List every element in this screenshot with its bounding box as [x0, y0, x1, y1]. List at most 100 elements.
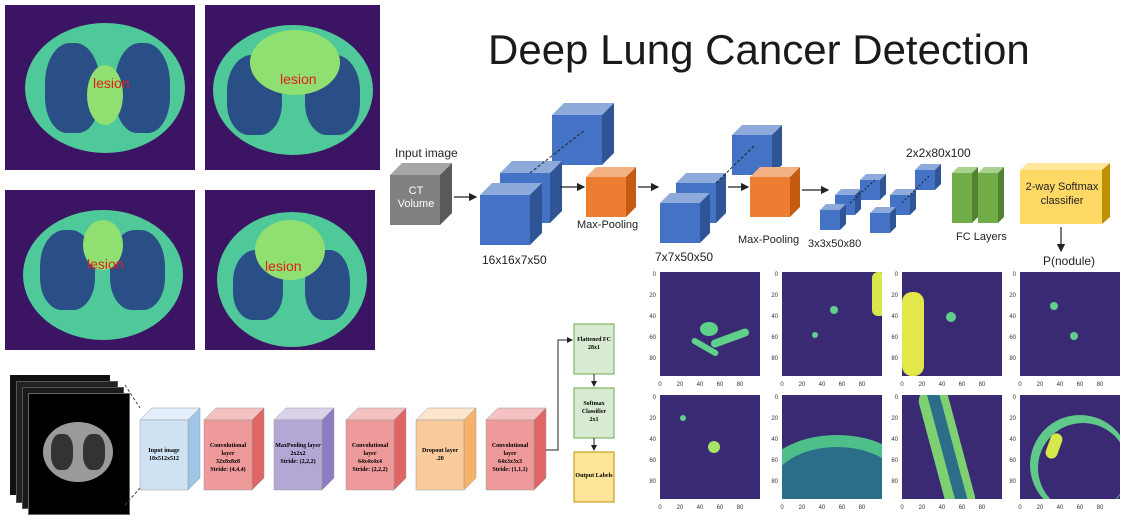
patch-x-tick: 60: [717, 505, 724, 511]
block-maxpool: [273, 407, 335, 491]
patch-y-tick: 40: [891, 437, 898, 443]
nodule-patch: [902, 395, 1002, 499]
patch-y-tick: 0: [653, 395, 657, 401]
patch-x-tick: 20: [677, 505, 684, 511]
patch-y-tick: 0: [775, 272, 779, 278]
stage3-dims-label: 3x3x50x80: [808, 238, 862, 250]
patch-x-tick: 80: [1097, 382, 1104, 388]
softmax-classifier-box: [573, 387, 615, 439]
patch-x-tick: 80: [859, 505, 866, 511]
ct-scan-1: lesion: [5, 5, 195, 180]
block-conv3-text: Convolutional layer 64x3x3x3 Stride: (1,…: [491, 443, 529, 473]
patch-x-tick: 60: [839, 382, 846, 388]
stage2-dims-label: 7x7x50x50: [655, 250, 714, 264]
patch-x-tick: 20: [919, 505, 926, 511]
stage3-cubes: [820, 174, 886, 230]
patch-x-tick: 60: [1077, 505, 1084, 511]
fc-layers-label: FC Layers: [956, 231, 1007, 243]
flattened-fc-text: Flattened FC 28x1: [577, 337, 611, 351]
patch-x-tick: 20: [1037, 382, 1044, 388]
patch-y-tick: 40: [1009, 437, 1016, 443]
ct-scan-2: lesion: [205, 5, 380, 180]
maxpool1-label: Max-Pooling: [577, 219, 639, 231]
patch-x-tick: 80: [859, 382, 866, 388]
block-input: [139, 407, 201, 491]
diagram-title: Deep Lung Cancer Detection: [488, 26, 1030, 73]
patch-y-tick: 80: [1009, 356, 1016, 362]
lesion-label: lesion: [93, 75, 130, 91]
ct-scan-4: lesion: [205, 190, 375, 360]
patch-y-tick: 80: [891, 479, 898, 485]
p-nodule-label: P(nodule): [1043, 254, 1096, 268]
stage2-cubes: [660, 125, 782, 243]
patch-x-tick: 20: [1037, 505, 1044, 511]
patch-x-tick: 40: [819, 505, 826, 511]
patch-y-tick: 60: [771, 335, 778, 341]
ct-volume-cube: [390, 163, 452, 225]
patch-x-tick: 60: [839, 505, 846, 511]
patch-y-tick: 80: [1009, 479, 1016, 485]
block-dropout-text: Dropout layer .20: [421, 448, 459, 462]
patch-y-tick: 20: [1009, 416, 1016, 422]
softmax-label: 2-way Softmax classifier: [1025, 181, 1099, 207]
patch-y-tick: 60: [891, 458, 898, 464]
patch-x-tick: 0: [780, 505, 784, 511]
stage1-dims-label: 16x16x7x50: [482, 253, 547, 267]
patch-x-tick: 0: [1018, 382, 1022, 388]
softmax-box: [1020, 163, 1110, 224]
patch-x-tick: 0: [1018, 505, 1022, 511]
patch-y-tick: 20: [771, 416, 778, 422]
output-labels-text: Output Labels: [575, 473, 613, 479]
patch-y-tick: 0: [653, 272, 657, 278]
patch-x-tick: 80: [979, 382, 986, 388]
block-maxpool-text: MaxPooling layer 2x2x2 Stride: (2,2,2): [275, 443, 321, 465]
flattened-fc-box: [573, 323, 615, 375]
nodule-patch: [660, 395, 760, 499]
maxpool2-cube: [750, 167, 800, 217]
patch-x-tick: 80: [737, 382, 744, 388]
nodule-patch: [782, 272, 882, 376]
patch-y-tick: 60: [1009, 458, 1016, 464]
block-dropout: [415, 407, 477, 491]
patch-x-tick: 40: [1057, 505, 1064, 511]
patch-x-tick: 40: [939, 505, 946, 511]
patch-x-tick: 20: [799, 382, 806, 388]
bottom-pipeline-diagram: [124, 323, 615, 506]
patch-y-tick: 40: [649, 437, 656, 443]
patch-x-tick: 40: [939, 382, 946, 388]
block-conv1-text: Convolutional layer 32x8x8x8 Stride: (4,…: [209, 443, 247, 473]
block-conv2-text: Convolutional layer 64x4x4x4 Stride: (2,…: [351, 443, 389, 473]
patch-y-tick: 20: [891, 293, 898, 299]
patch-x-tick: 80: [979, 505, 986, 511]
stage1-cubes: [480, 103, 614, 245]
block-conv3: [485, 407, 547, 491]
patch-x-tick: 0: [658, 382, 662, 388]
patch-y-tick: 40: [771, 314, 778, 320]
patch-x-tick: 40: [819, 382, 826, 388]
maxpool1-cube: [586, 167, 636, 217]
patch-x-tick: 40: [697, 505, 704, 511]
patch-x-tick: 40: [1057, 382, 1064, 388]
patch-x-tick: 60: [959, 382, 966, 388]
patch-x-tick: 20: [919, 382, 926, 388]
maxpool2-label: Max-Pooling: [738, 234, 800, 246]
patch-x-tick: 60: [717, 382, 724, 388]
nodule-patch: [1020, 395, 1120, 499]
nodule-patch: [902, 272, 1002, 376]
patch-axis-ticks: 0 20 40 60 80 0 20 40 60 80 0 20 40 60 80 0 20 40 60 80 0 20 4…: [649, 272, 1104, 511]
top-pipeline-diagram: [390, 103, 1110, 253]
patch-x-tick: 80: [1097, 505, 1104, 511]
nodule-patch: [660, 272, 760, 376]
patch-y-tick: 80: [771, 479, 778, 485]
patch-y-tick: 60: [1009, 335, 1016, 341]
patch-x-tick: 0: [658, 505, 662, 511]
patch-x-tick: 20: [799, 505, 806, 511]
lesion-label: lesion: [265, 258, 302, 274]
patch-y-tick: 20: [649, 293, 656, 299]
stage4-dims-label: 2x2x80x100: [906, 146, 971, 160]
patch-y-tick: 0: [895, 272, 899, 278]
patch-y-tick: 60: [649, 458, 656, 464]
patch-y-tick: 80: [649, 356, 656, 362]
patch-x-tick: 80: [737, 505, 744, 511]
patch-y-tick: 40: [1009, 314, 1016, 320]
